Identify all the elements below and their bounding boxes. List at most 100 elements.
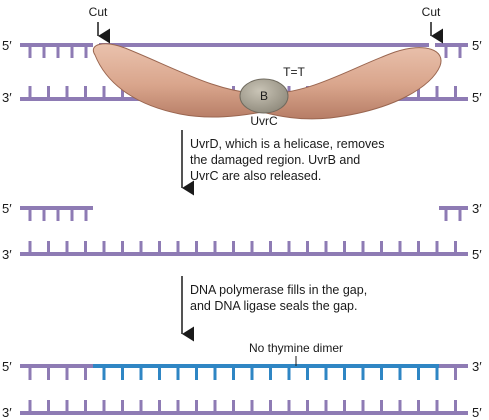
base-tick (176, 368, 180, 380)
base-tick (435, 241, 439, 252)
base-tick (195, 241, 198, 252)
base-tick (70, 210, 74, 221)
step-1-line-1: UvrD, which is a helicase, removes (190, 137, 385, 151)
cut-right-label: Cut (422, 5, 441, 19)
base-tick (28, 368, 32, 380)
base-tick (458, 210, 462, 221)
base-tick (28, 210, 32, 221)
base-tick (361, 400, 365, 411)
p3-top-left-end: 5′ (2, 359, 12, 374)
panel-3-repaired: No thymine dimer 5′ 3′ 3′ 5′ (2, 341, 482, 420)
base-tick (306, 368, 309, 380)
base-tick (139, 368, 143, 380)
p3-bottom-strand-backbone (20, 411, 468, 415)
p2-top-right-end: 3′ (472, 201, 482, 216)
base-tick (28, 400, 32, 411)
base-tick (250, 368, 254, 380)
thymine-dimer-label: T=T (283, 65, 305, 79)
p2-top-right-fragment (439, 206, 468, 210)
base-tick (47, 241, 50, 252)
base-tick (324, 368, 328, 380)
base-tick (454, 86, 457, 97)
base-tick (121, 400, 124, 411)
base-tick (84, 368, 87, 380)
p2-top-left-fragment (20, 206, 93, 210)
step-1: UvrD, which is a helicase, removes the d… (181, 130, 385, 196)
p2-bottom-right-end: 5′ (472, 247, 482, 262)
base-tick (47, 86, 50, 97)
base-tick (65, 400, 69, 411)
step-1-line-3: UvrC are also released. (190, 169, 321, 183)
base-tick (343, 400, 346, 411)
base-tick (287, 241, 291, 252)
base-tick (324, 400, 328, 411)
base-tick (269, 241, 272, 252)
base-tick (28, 47, 32, 58)
base-tick (444, 47, 448, 58)
top-strand-bases (28, 47, 462, 58)
base-tick (42, 210, 46, 221)
top-strand-left-segment (20, 43, 93, 47)
p3-top-right-end: 3′ (472, 359, 482, 374)
base-tick (84, 400, 87, 411)
cut-left-label: Cut (89, 5, 108, 19)
base-tick (398, 400, 402, 411)
base-tick (417, 241, 420, 252)
base-tick (102, 368, 106, 380)
p2-bottom-left-end: 3′ (2, 247, 12, 262)
base-tick (213, 241, 217, 252)
step-1-line-2: the damaged region. UvrB and (190, 153, 360, 167)
base-tick (361, 368, 365, 380)
base-tick (380, 241, 383, 252)
base-tick (70, 47, 74, 58)
base-tick (195, 400, 198, 411)
base-tick (102, 241, 106, 252)
base-tick (435, 86, 439, 97)
base-tick (417, 86, 420, 97)
base-tick (306, 400, 309, 411)
base-tick (158, 241, 161, 252)
base-tick (139, 241, 143, 252)
step-2: DNA polymerase fills in the gap, and DNA… (181, 276, 367, 342)
base-tick (454, 400, 457, 411)
base-tick (232, 368, 235, 380)
base-tick (343, 368, 346, 380)
base-tick (42, 47, 46, 58)
p3-bottom-strand-bases (28, 400, 457, 411)
no-thymine-dimer-label: No thymine dimer (249, 341, 343, 355)
base-tick (28, 241, 32, 252)
base-tick (56, 210, 60, 221)
base-tick (343, 241, 346, 252)
base-tick (435, 368, 439, 380)
top-strand-right-segment (435, 43, 468, 47)
p1-top-left-end: 5′ (2, 38, 12, 53)
base-tick (232, 241, 235, 252)
base-tick (232, 400, 235, 411)
p1-top-right-end: 5′ (472, 38, 482, 53)
base-tick (139, 400, 143, 411)
base-tick (47, 400, 50, 411)
p2-bottom-strand-backbone (20, 252, 468, 256)
p1-bottom-left-end: 3′ (2, 90, 12, 105)
base-tick (287, 368, 291, 380)
base-tick (269, 368, 272, 380)
base-tick (47, 368, 50, 380)
base-tick (121, 368, 124, 380)
p3-bottom-left-end: 3′ (2, 405, 12, 420)
base-tick (417, 400, 420, 411)
base-tick (121, 86, 124, 97)
base-tick (287, 400, 291, 411)
base-tick (454, 368, 457, 380)
step-2-line-1: DNA polymerase fills in the gap, (190, 283, 367, 297)
base-tick (65, 241, 69, 252)
base-tick (306, 241, 309, 252)
uvrc-label: UvrC (250, 114, 278, 128)
base-tick (380, 400, 383, 411)
base-tick (102, 400, 106, 411)
base-tick (158, 368, 161, 380)
base-tick (102, 86, 106, 97)
p2-top-strand-bases (28, 210, 462, 221)
uvrc-protein (92, 43, 442, 120)
base-tick (121, 241, 124, 252)
